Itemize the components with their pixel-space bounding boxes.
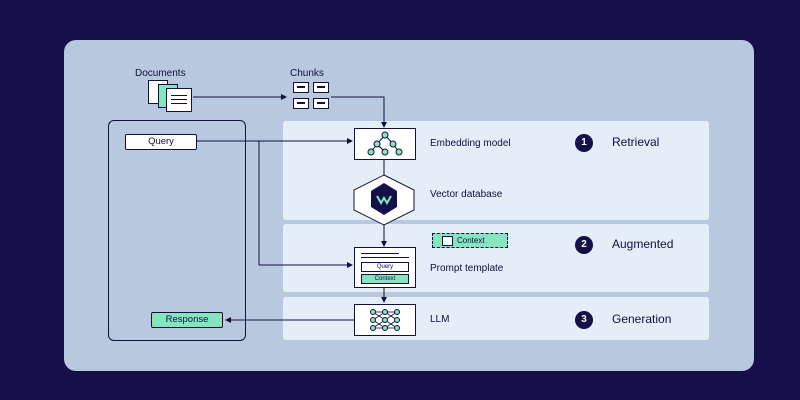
chunk-icon (313, 82, 329, 93)
client-panel (108, 120, 246, 341)
chunk-icon (293, 82, 309, 93)
document-icon (442, 236, 453, 246)
template-query-label: Query (376, 264, 394, 270)
step-title-retrieval: Retrieval (612, 135, 660, 149)
vector-database-label: Vector database (430, 189, 503, 200)
chunk-icon (313, 98, 329, 109)
step-number-badge: 1 (575, 134, 593, 152)
embedding-model-label: Embedding model (430, 138, 511, 149)
network-icon (367, 131, 403, 156)
query-to-template-arrow (258, 141, 353, 268)
step-number-badge: 3 (575, 311, 593, 329)
chunks-label: Chunks (290, 68, 324, 79)
chunks-to-embedding-arrow (331, 96, 387, 128)
llm-node (354, 304, 416, 336)
llm-label: LLM (430, 314, 450, 325)
template-context-row: Context (361, 274, 409, 284)
query-label: Query (148, 136, 174, 147)
context-tag-label: Context (457, 236, 485, 245)
embedding-model-node (354, 128, 416, 160)
template-context-label: Context (374, 276, 396, 282)
response-bubble: Response (151, 312, 223, 328)
step-title-generation: Generation (612, 312, 672, 326)
step-title-augmented: Augmented (612, 237, 674, 251)
document-icon (166, 88, 192, 112)
template-query-row: Query (361, 262, 409, 272)
step-number-badge: 2 (575, 236, 593, 254)
chunk-icon (293, 98, 309, 109)
context-tag: Context (432, 233, 508, 248)
query-bubble: Query (125, 134, 197, 150)
neural-network-icon (370, 309, 400, 331)
prompt-template-label: Prompt template (430, 263, 504, 274)
response-label: Response (165, 314, 209, 325)
documents-label: Documents (135, 68, 186, 79)
